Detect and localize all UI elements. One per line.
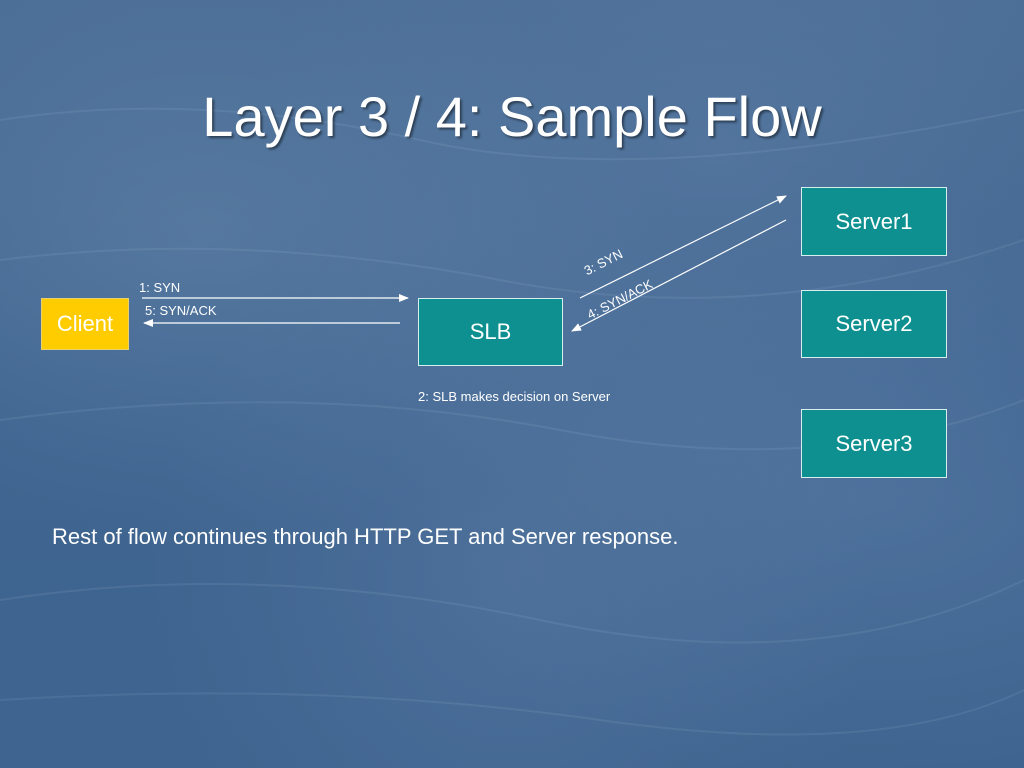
step2-label: 2: SLB makes decision on Server <box>418 389 611 404</box>
server1-node: Server1 <box>801 187 947 256</box>
footer-note: Rest of flow continues through HTTP GET … <box>52 524 679 549</box>
client-node: Client <box>41 298 129 350</box>
server3-node: Server3 <box>801 409 947 478</box>
slb-node: SLB <box>418 298 563 366</box>
arrow-3-syn <box>579 195 787 299</box>
step5-label: 5: SYN/ACK <box>145 303 217 318</box>
arrow-4-synack <box>571 219 787 332</box>
slide-title: Layer 3 / 4: Sample Flow <box>202 85 822 148</box>
server2-node: Server2 <box>801 290 947 358</box>
step1-label: 1: SYN <box>139 280 181 295</box>
